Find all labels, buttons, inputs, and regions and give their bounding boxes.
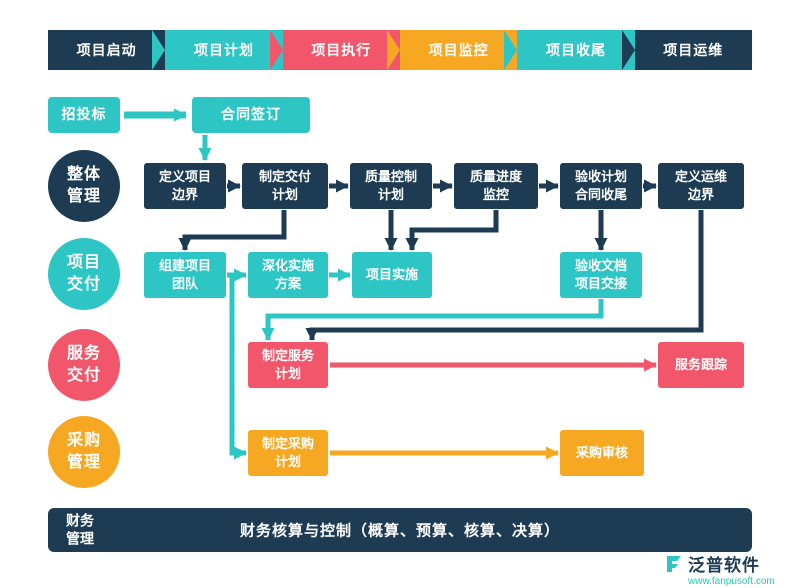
phase-closing-label: 项目收尾 xyxy=(545,42,606,58)
lane-procurement-management: 采购 管理 xyxy=(48,416,120,488)
phase-start: 项目启动 xyxy=(48,30,166,70)
phase-monitoring-label: 项目监控 xyxy=(428,42,489,58)
finance-title: 财务核算与控制（概算、预算、核算、决算） xyxy=(239,522,560,540)
node-define-operation-boundary: 定义运维 边界 xyxy=(658,163,744,209)
node-deepen-implementation-scheme: 深化实施 方案 xyxy=(248,252,328,298)
node-make-delivery-plan: 制定交付 计划 xyxy=(242,163,328,209)
phase-monitoring: 项目监控 xyxy=(386,30,518,70)
phase-closing: 项目收尾 xyxy=(504,30,635,70)
node-quality-control-plan: 质量控制 计划 xyxy=(350,163,432,209)
node-make-service-plan: 制定服务 计划 xyxy=(248,342,328,388)
lane-project-delivery: 项目 交付 xyxy=(48,238,120,310)
contract-box: 合同签订 xyxy=(192,97,310,133)
phase-operation-label: 项目运维 xyxy=(663,42,724,58)
arrow-deliveryplan-to-team xyxy=(178,210,287,251)
chevron-right-icon xyxy=(621,30,635,70)
fanpu-logo-icon xyxy=(667,555,681,572)
chevron-right-icon xyxy=(269,30,283,70)
brand-site-url: www.fanpusoft.com xyxy=(688,576,775,587)
node-acceptance-docs-handover: 验收文档 项目交接 xyxy=(560,252,642,298)
finance-bar: 财务 管理 财务核算与控制（概算、预算、核算、决算） xyxy=(48,508,752,552)
phase-planning-label: 项目计划 xyxy=(193,42,254,58)
lane-overall-management: 整体 管理 xyxy=(48,150,120,222)
chevron-right-icon xyxy=(504,30,518,70)
phase-planning: 项目计划 xyxy=(152,30,283,70)
node-define-project-boundary: 定义项目 边界 xyxy=(144,163,226,209)
chevron-right-icon xyxy=(386,30,400,70)
node-quality-progress-monitor: 质量进度 监控 xyxy=(454,163,538,209)
lane-finance-management: 财务 管理 xyxy=(66,512,94,547)
node-acceptance-plan-contract-close: 验收计划 合同收尾 xyxy=(560,163,642,209)
brand-name: 泛普软件 xyxy=(688,556,760,575)
node-make-procurement-plan: 制定采购 计划 xyxy=(248,430,328,476)
phase-bar: 项目启动 项目计划 项目执行 项目监控 项目收尾 项目运维 xyxy=(48,30,752,70)
arrow-monitor-to-implementation xyxy=(405,210,499,251)
node-build-project-team: 组建项目 团队 xyxy=(144,252,226,298)
arrow-docs-to-serviceplan xyxy=(261,299,604,341)
phase-operation: 项目运维 xyxy=(621,30,752,70)
phase-execution: 项目执行 xyxy=(269,30,400,70)
phase-start-label: 项目启动 xyxy=(76,42,137,58)
lane-service-delivery: 服务 交付 xyxy=(48,329,120,401)
node-service-tracking: 服务跟踪 xyxy=(658,342,744,388)
arrow-delivery-to-procurementplan xyxy=(229,276,247,460)
node-project-implementation: 项目实施 xyxy=(352,252,432,298)
bid-box: 招投标 xyxy=(48,97,120,133)
chevron-right-icon xyxy=(152,30,166,70)
phase-execution-label: 项目执行 xyxy=(311,42,372,58)
node-procurement-review: 采购审核 xyxy=(560,430,644,476)
fanpu-brand: 泛普软件 www.fanpusoft.com xyxy=(664,551,775,587)
